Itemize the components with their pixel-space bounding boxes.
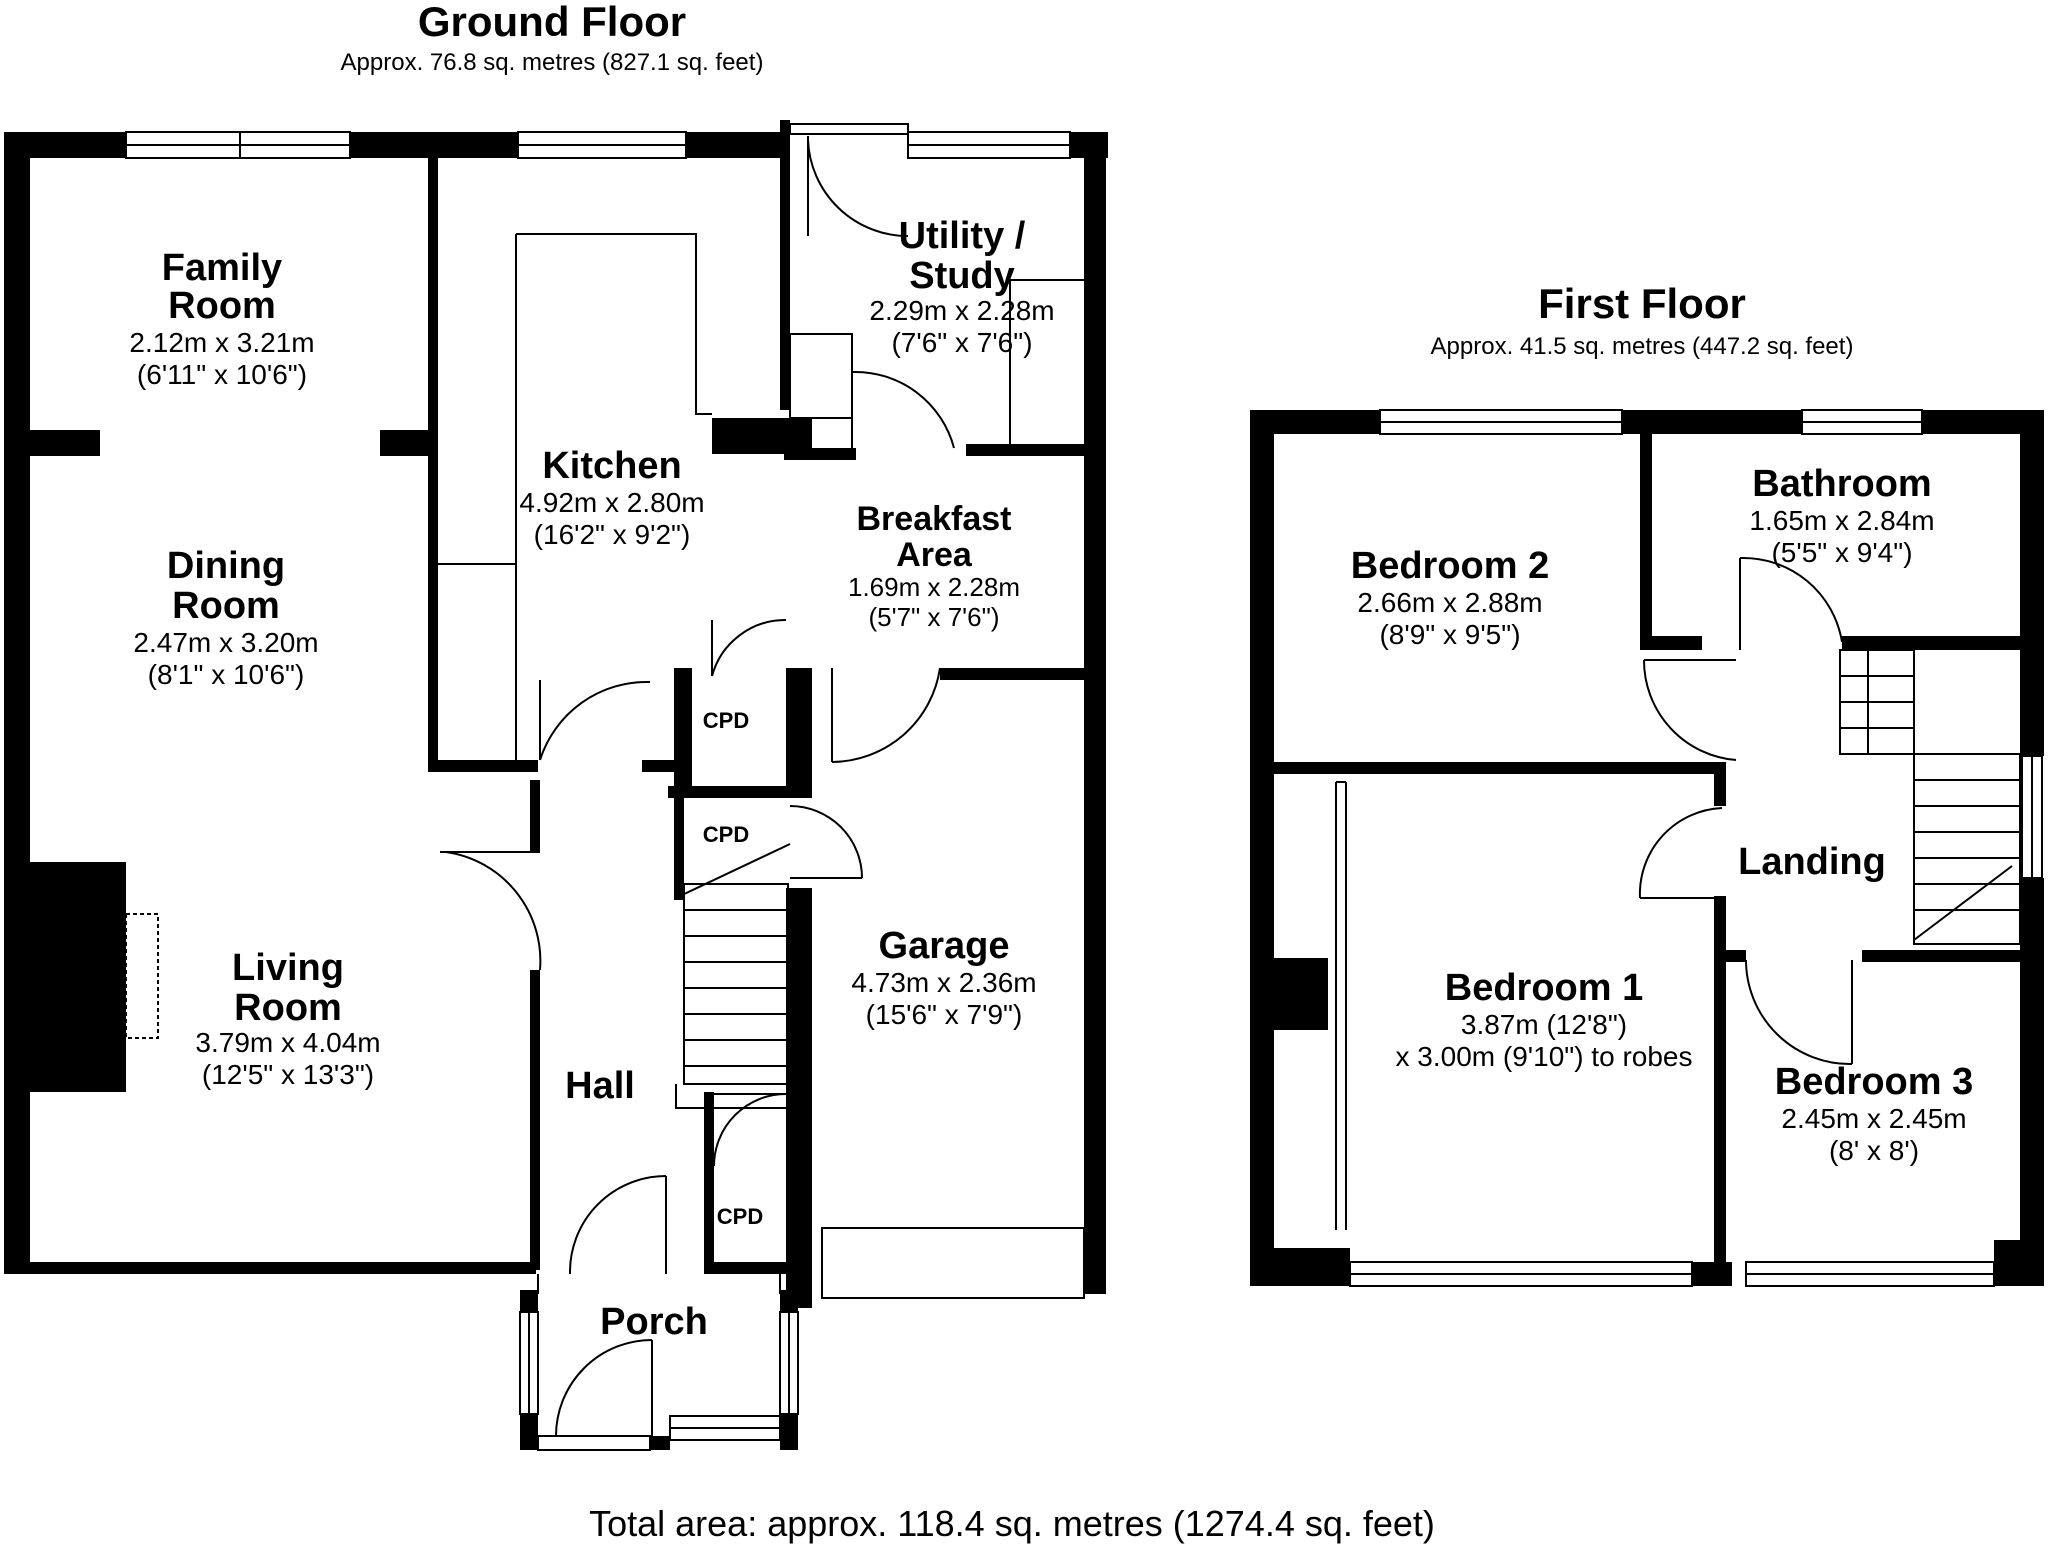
bathroom-dim-imperial: (5'5" x 9'4")	[1771, 537, 1912, 568]
total-area: Total area: approx. 118.4 sq. metres (12…	[589, 1503, 1435, 1544]
bedroom-3-dim-imperial: (8' x 8')	[1829, 1135, 1919, 1166]
living-room-dim-metric: 3.79m x 4.04m	[195, 1027, 380, 1058]
first-floor-fittings	[1335, 409, 2043, 1287]
ground-floor-area: Approx. 76.8 sq. metres (827.1 sq. feet)	[341, 49, 764, 76]
breakfast-area-name-2: Area	[896, 536, 973, 574]
ground-floor-walls	[4, 120, 1108, 1450]
kitchen-dim-metric: 4.92m x 2.80m	[519, 487, 704, 518]
breakfast-area-dim-imperial: (5'7" x 7'6")	[869, 602, 1000, 632]
cpd-label-3: CPD	[717, 1204, 763, 1229]
family-room-dim-metric: 2.12m x 3.21m	[129, 327, 314, 358]
garage-name: Garage	[879, 925, 1010, 967]
living-room-dim-imperial: (12'5" x 13'3")	[202, 1059, 374, 1090]
cpd-label-2: CPD	[703, 822, 749, 847]
utility-study-dim-imperial: (7'6" x 7'6")	[891, 327, 1032, 358]
living-room-name-2: Room	[234, 987, 342, 1029]
family-room-name-1: Family	[162, 247, 282, 289]
dining-room-dim-imperial: (8'1" x 10'6")	[148, 659, 305, 690]
ground-floor-title: Ground Floor	[418, 0, 686, 45]
dining-room-name-2: Room	[172, 585, 280, 627]
first-floor-walls	[1250, 410, 2044, 1286]
cpd-label-1: CPD	[703, 708, 749, 733]
bedroom-2-dim-metric: 2.66m x 2.88m	[1357, 587, 1542, 618]
utility-study-dim-metric: 2.29m x 2.28m	[869, 295, 1054, 326]
dining-room-name-1: Dining	[167, 545, 285, 587]
hall-name: Hall	[565, 1065, 635, 1107]
bedroom-2-name: Bedroom 2	[1351, 545, 1549, 587]
bedroom-2-dim-imperial: (8'9" x 9'5")	[1379, 619, 1520, 650]
bedroom-1-dim-metric: 3.87m (12'8")	[1461, 1009, 1627, 1040]
family-room-name-2: Room	[168, 285, 276, 327]
first-floor-area: Approx. 41.5 sq. metres (447.2 sq. feet)	[1431, 333, 1854, 360]
bathroom-dim-metric: 1.65m x 2.84m	[1749, 505, 1934, 536]
bedroom-3-name: Bedroom 3	[1775, 1061, 1973, 1103]
bedroom-1-name: Bedroom 1	[1445, 967, 1643, 1009]
living-room-name-1: Living	[232, 947, 344, 989]
kitchen-name: Kitchen	[542, 445, 681, 487]
landing-name: Landing	[1738, 841, 1886, 883]
bedroom-1-dim-robes: x 3.00m (9'10") to robes	[1396, 1041, 1693, 1072]
family-room-dim-imperial: (6'11" x 10'6")	[137, 359, 307, 390]
bathroom-name: Bathroom	[1752, 463, 1931, 505]
first-floor-title: First Floor	[1538, 280, 1746, 327]
garage-dim-imperial: (15'6" x 7'9")	[866, 999, 1023, 1030]
bedroom-3-dim-metric: 2.45m x 2.45m	[1781, 1103, 1966, 1134]
utility-study-name-1: Utility /	[899, 215, 1026, 257]
garage-dim-metric: 4.73m x 2.36m	[851, 967, 1036, 998]
dining-room-dim-metric: 2.47m x 3.20m	[133, 627, 318, 658]
utility-study-name-2: Study	[909, 255, 1015, 297]
porch-name: Porch	[600, 1301, 708, 1343]
kitchen-dim-imperial: (16'2" x 9'2")	[534, 519, 691, 550]
breakfast-area-name-1: Breakfast	[857, 500, 1012, 538]
ground-floor-fittings	[125, 123, 1086, 1451]
breakfast-area-dim-metric: 1.69m x 2.28m	[848, 572, 1020, 602]
